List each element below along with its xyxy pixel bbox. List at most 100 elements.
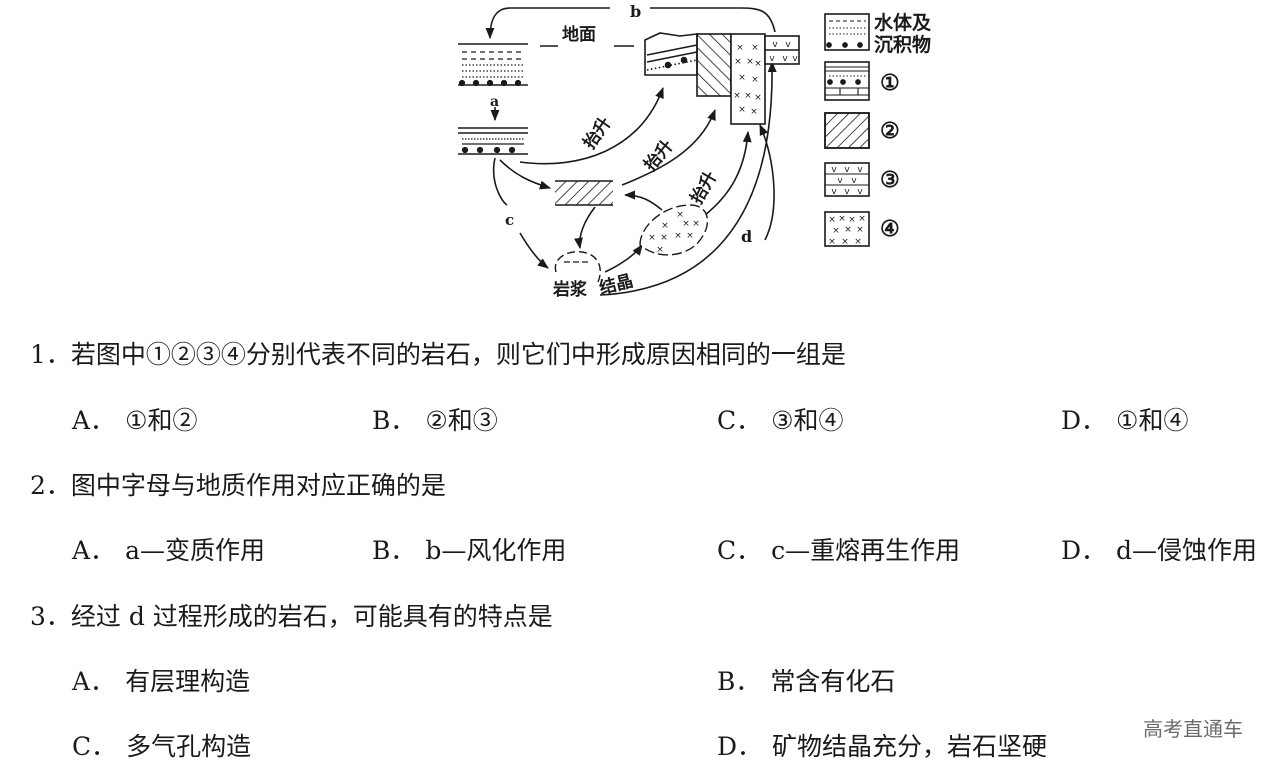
svg-text:×: × (744, 91, 752, 101)
option-letter: C． (717, 406, 762, 435)
svg-text:×: × (848, 215, 856, 225)
svg-text:×: × (648, 233, 656, 243)
magma-label: 岩浆 (552, 279, 588, 300)
svg-text:×: × (751, 75, 759, 85)
svg-text:×: × (734, 57, 742, 67)
process-label-d: d (741, 227, 752, 246)
option-text: c—重熔再生作用 (771, 536, 961, 565)
option-letter: A． (72, 406, 116, 435)
uplift-label-1: 抬升 (579, 113, 616, 153)
crystallize-label: 结晶 (597, 270, 635, 299)
svg-text:v: v (792, 54, 798, 64)
svg-text:×: × (746, 57, 754, 67)
option-text: b—风化作用 (425, 536, 567, 565)
svg-text:v: v (844, 165, 850, 175)
q1-option-c[interactable]: C． ③和④ (717, 406, 844, 436)
option-letter: B． (372, 406, 416, 435)
uplift-label-2: 抬升 (640, 136, 678, 176)
svg-text:v: v (785, 40, 791, 50)
svg-text:×: × (832, 226, 840, 236)
legend-rock-2: ② (880, 118, 900, 144)
question-number: 1． (30, 340, 71, 369)
ground-label: 地面 (562, 24, 596, 45)
svg-text:×: × (682, 219, 690, 229)
svg-text:×: × (733, 91, 741, 101)
q1-option-d[interactable]: D． ①和④ (1061, 406, 1188, 436)
question-text: 若图中①②③④分别代表不同的岩石，则它们中形成原因相同的一组是 (70, 340, 846, 369)
question-3: 3．经过 d 过程形成的岩石，可能具有的特点是 (30, 602, 553, 632)
q2-option-d[interactable]: D． d—侵蚀作用 (1061, 536, 1257, 566)
q2-option-b[interactable]: B． b—风化作用 (372, 536, 566, 566)
svg-text:v: v (782, 54, 788, 64)
svg-text:×: × (856, 225, 864, 235)
q3-option-b[interactable]: B． 常含有化石 (717, 667, 895, 697)
question-2: 2．图中字母与地质作用对应正确的是 (30, 471, 446, 501)
option-text: d—侵蚀作用 (1116, 536, 1258, 565)
svg-text:×: × (674, 231, 682, 241)
option-letter: C． (717, 536, 762, 565)
svg-text:v: v (857, 165, 863, 175)
legend-rock-1: ① (880, 70, 900, 96)
question-text: 经过 d 过程形成的岩石，可能具有的特点是 (70, 602, 553, 631)
q2-option-c[interactable]: C． c—重熔再生作用 (717, 536, 960, 566)
option-letter: D． (1061, 536, 1107, 565)
q2-option-a[interactable]: A． a—变质作用 (72, 536, 265, 566)
svg-text:v: v (831, 187, 837, 197)
svg-text:×: × (844, 225, 852, 235)
q1-option-b[interactable]: B． ②和③ (372, 406, 498, 436)
legend-sediment-line2: 沉积物 (874, 33, 931, 56)
svg-text:×: × (754, 59, 762, 69)
option-letter: A． (72, 667, 116, 696)
process-label-c: c (505, 211, 514, 229)
watermark: 高考直通车 (1143, 717, 1243, 741)
svg-text:×: × (858, 214, 866, 224)
svg-text:×: × (676, 210, 684, 220)
svg-text:v: v (769, 54, 775, 64)
svg-text:×: × (841, 237, 849, 247)
option-text: 有层理构造 (125, 667, 251, 696)
svg-text:×: × (751, 43, 759, 53)
svg-text:×: × (838, 214, 846, 224)
option-letter: D． (717, 732, 763, 761)
option-letter: B． (372, 536, 416, 565)
legend-sediment-line1: 水体及 (874, 11, 932, 34)
q1-option-a[interactable]: A． ①和② (72, 406, 197, 436)
option-text: 多气孔构造 (126, 732, 252, 761)
svg-text:×: × (686, 231, 694, 241)
svg-text:v: v (844, 187, 850, 197)
q3-option-a[interactable]: A． 有层理构造 (72, 667, 250, 697)
question-number: 3． (30, 602, 71, 631)
option-text: 常含有化石 (770, 667, 896, 696)
svg-text:×: × (656, 245, 664, 255)
option-letter: D． (1061, 406, 1107, 435)
question-text: 图中字母与地质作用对应正确的是 (70, 471, 446, 500)
option-letter: C． (72, 732, 117, 761)
svg-text:×: × (738, 105, 746, 115)
q3-option-d[interactable]: D． 矿物结晶充分，岩石坚硬 (717, 732, 1047, 762)
svg-text:×: × (661, 221, 669, 231)
svg-text:×: × (828, 237, 836, 247)
svg-text:×: × (750, 107, 758, 117)
option-text: a—变质作用 (125, 536, 265, 565)
legend-rock-4: ④ (880, 216, 900, 242)
option-text: 矿物结晶充分，岩石坚硬 (772, 732, 1048, 761)
svg-text:×: × (660, 233, 668, 243)
option-letter: B． (717, 667, 761, 696)
option-text: ③和④ (771, 406, 844, 435)
svg-text:×: × (738, 73, 746, 83)
process-label-a: a (490, 94, 499, 110)
svg-text:×: × (736, 43, 744, 53)
uplift-label-3: 抬升 (686, 168, 721, 208)
legend-rock-3: ③ (880, 167, 900, 193)
svg-text:×: × (754, 93, 762, 103)
q3-option-c[interactable]: C． 多气孔构造 (72, 732, 251, 762)
svg-text:v: v (772, 40, 778, 50)
option-text: ①和④ (1116, 406, 1189, 435)
rock-cycle-svg: ×× ××× ×× ××× ×× vv vvv ××× ××× ××× b 地面… (458, 2, 932, 300)
option-text: ②和③ (425, 406, 498, 435)
svg-text:×: × (854, 237, 862, 247)
svg-text:×: × (692, 219, 700, 229)
option-text: ①和② (125, 406, 198, 435)
option-letter: A． (72, 536, 116, 565)
